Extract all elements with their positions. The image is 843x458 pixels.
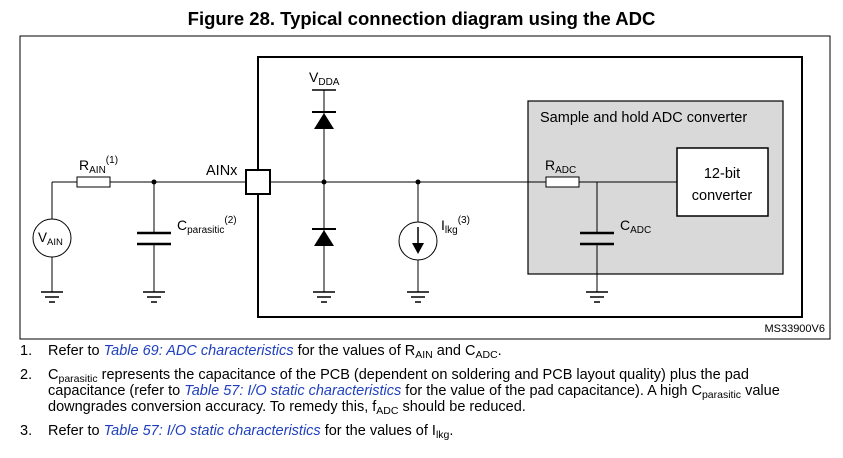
rain-resistor [76, 176, 111, 188]
footnote-2: 2. Cparasitic represents the capacitance… [20, 367, 780, 417]
ground-symbol-3 [313, 291, 335, 303]
adc-connection-diagram: Sample and hold ADC converter 12-bit con… [19, 35, 831, 340]
footnote-1: 1. Refer to Table 69: ADC characteristic… [20, 343, 502, 361]
table-69-link[interactable]: Table 69: ADC characteristics [103, 343, 294, 359]
ainx-label: AINx [206, 163, 238, 179]
footnote-number: 3. [20, 423, 33, 439]
converter-label-line2: converter [692, 188, 753, 204]
ground-symbol-5 [586, 291, 608, 303]
lower-diode [312, 228, 336, 246]
footnote-number: 2. [20, 367, 33, 383]
radc-label: RADC [545, 157, 576, 176]
ground-symbol-1 [41, 291, 63, 303]
table-57-link[interactable]: Table 57: I/O static characteristics [103, 423, 321, 439]
rain-label: RAIN(1) [79, 155, 118, 176]
radc-resistor [545, 176, 580, 188]
footnote-3: 3. Refer to Table 57: I/O static charact… [20, 423, 454, 441]
table-57-link[interactable]: Table 57: I/O static characteristics [184, 383, 402, 399]
ground-symbol-4 [407, 291, 429, 303]
ilkg-label: Ilkg(3) [441, 215, 470, 236]
ainx-pad [245, 169, 271, 195]
cadc-label: CADC [620, 217, 651, 236]
converter-block [676, 147, 769, 217]
sample-hold-label: Sample and hold ADC converter [540, 110, 747, 126]
ilkg-arrow-head [412, 243, 424, 254]
vain-label: VAIN [38, 230, 63, 248]
figure-code: MS33900V6 [764, 323, 825, 335]
vdda-label: VDDA [309, 69, 340, 88]
converter-label-line1: 12-bit [704, 166, 740, 182]
cparasitic-label: Cparasitic(2) [177, 215, 237, 236]
figure-title: Figure 28. Typical connection diagram us… [187, 8, 656, 29]
footnotes: 1. Refer to Table 69: ADC characteristic… [20, 343, 830, 447]
footnote-number: 1. [20, 343, 33, 359]
upper-diode [312, 111, 336, 129]
ground-symbol-2 [143, 291, 165, 303]
